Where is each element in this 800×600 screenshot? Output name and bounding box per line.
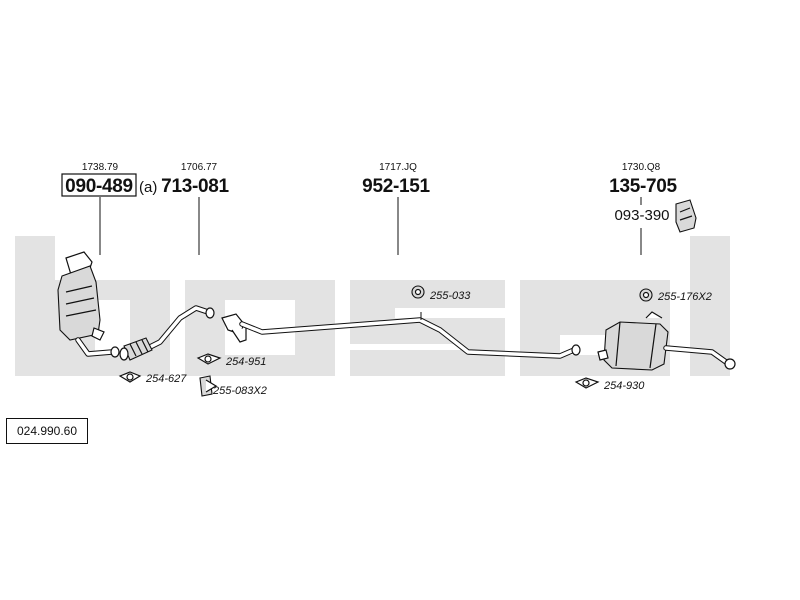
- ref-label-4: 1730.Q8: [622, 162, 661, 173]
- mounting-kit-icon: [675, 199, 697, 233]
- part-number-middle-pipe[interactable]: 952-151: [362, 176, 431, 197]
- accessory-label: 255-083X2: [212, 385, 267, 397]
- accessory-label: 255-176X2: [657, 291, 712, 303]
- part-number-mounting-kit[interactable]: 093-390: [614, 207, 669, 224]
- accessory-rubber-mount-255-033[interactable]: 255-033: [411, 285, 471, 302]
- diagram-code-label: 024.990.60: [6, 418, 88, 444]
- catalytic-converter-part[interactable]: [57, 251, 120, 358]
- rear-silencer-part[interactable]: [597, 311, 736, 371]
- part-number-catalytic-converter[interactable]: 090-489: [65, 176, 133, 197]
- front-pipe-part[interactable]: [119, 305, 215, 361]
- ref-label-1: 1738.79: [82, 162, 119, 173]
- ref-label-3: 1717.JQ: [379, 162, 417, 173]
- part-number-frame: [61, 173, 137, 197]
- part-note-marker: (a): [139, 179, 157, 196]
- accessory-label: 254-930: [603, 380, 645, 392]
- accessory-label: 254-951: [225, 356, 266, 368]
- accessory-label: 255-033: [429, 290, 471, 302]
- middle-pipe-part[interactable]: [221, 312, 581, 359]
- accessory-clamp-254-627[interactable]: 254-627: [118, 371, 187, 385]
- accessory-bracket-255-083x2[interactable]: 255-083X2: [199, 375, 267, 397]
- accessory-label: 254-627: [145, 373, 187, 385]
- accessory-rubber-mount-255-176x2[interactable]: 255-176X2: [639, 288, 712, 303]
- accessory-clamp-254-930[interactable]: 254-930: [574, 377, 645, 392]
- ref-label-2: 1706.77: [181, 162, 218, 173]
- part-number-rear-silencer[interactable]: 135-705: [609, 176, 678, 197]
- part-number-front-pipe[interactable]: 713-081: [161, 176, 230, 197]
- accessory-gasket-254-951[interactable]: 254-951: [196, 353, 266, 368]
